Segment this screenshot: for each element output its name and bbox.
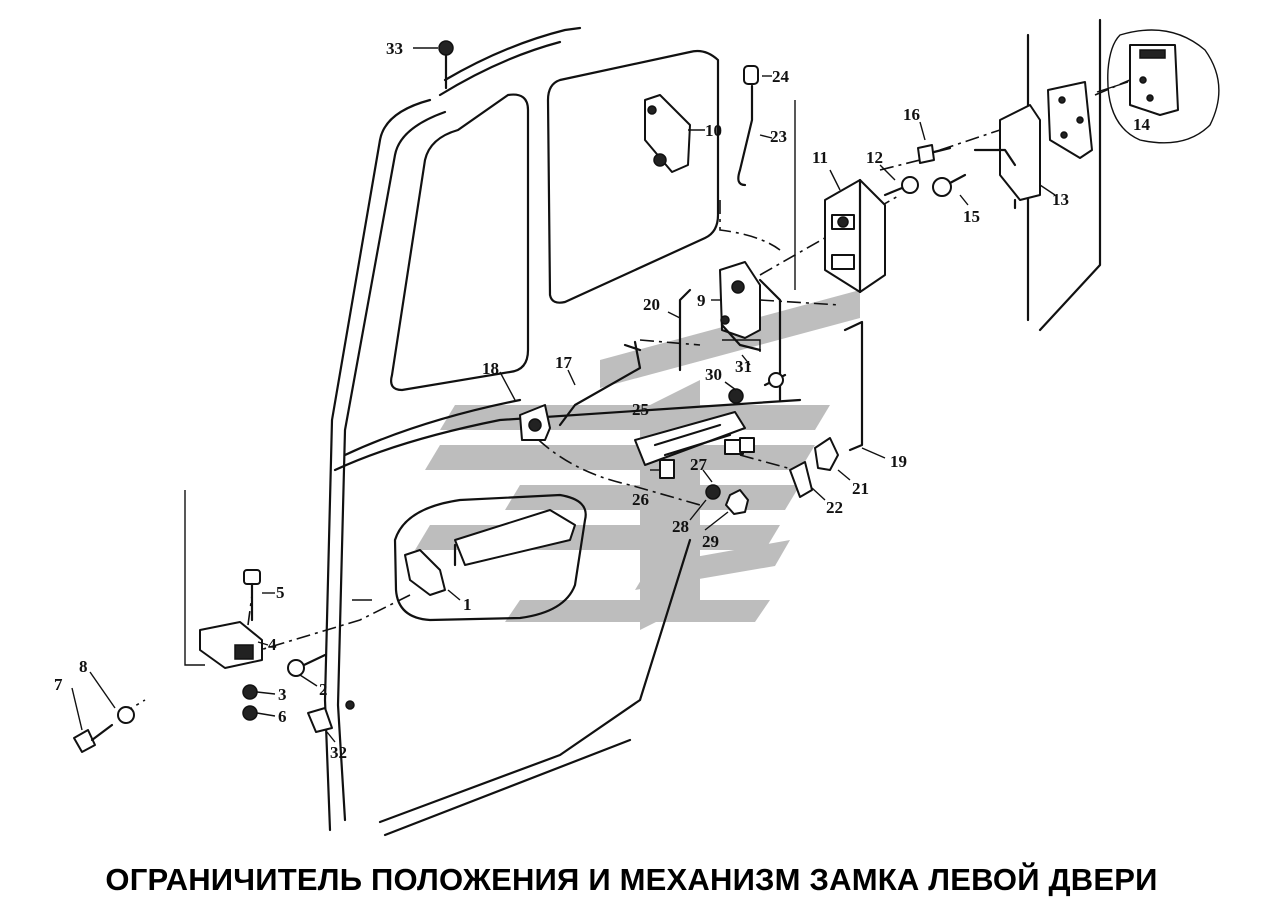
part-8 bbox=[117, 706, 135, 724]
label-part-33: 33 bbox=[386, 39, 403, 58]
label-part-27: 27 bbox=[690, 455, 708, 474]
part-3 bbox=[242, 684, 258, 700]
label-part-13: 13 bbox=[1052, 190, 1069, 209]
label-part-10: 10 bbox=[705, 121, 722, 140]
label-part-5: 5 bbox=[276, 583, 285, 602]
label-part-12: 12 bbox=[866, 148, 883, 167]
part-9 bbox=[719, 261, 762, 352]
label-part-15: 15 bbox=[963, 207, 980, 226]
label-part-1: 1 bbox=[463, 595, 472, 614]
door-outline bbox=[184, 26, 802, 837]
label-part-20: 20 bbox=[643, 295, 660, 314]
parts bbox=[73, 29, 1220, 753]
part-14 bbox=[1107, 29, 1220, 144]
label-part-4: 4 bbox=[268, 635, 277, 654]
part-18 bbox=[519, 404, 551, 441]
part-30 bbox=[728, 372, 787, 404]
part-5 bbox=[243, 569, 261, 622]
label-part-30: 30 bbox=[705, 365, 722, 384]
label-part-3: 3 bbox=[278, 685, 287, 704]
part-29 bbox=[725, 489, 749, 515]
part-13 bbox=[973, 104, 1041, 210]
watermark-logo bbox=[415, 290, 860, 630]
part-21 bbox=[814, 437, 839, 471]
label-part-21: 21 bbox=[852, 479, 869, 498]
part-12 bbox=[883, 176, 919, 197]
label-part-18: 18 bbox=[482, 359, 499, 378]
diagram-caption: ОГРАНИЧИТЕЛЬ ПОЛОЖЕНИЯ И МЕХАНИЗМ ЗАМКА … bbox=[105, 862, 1158, 897]
label-part-32: 32 bbox=[330, 743, 347, 762]
part-33 bbox=[438, 40, 454, 90]
label-part-11: 11 bbox=[812, 148, 828, 167]
part-1 bbox=[404, 509, 576, 596]
label-part-24: 24 bbox=[772, 67, 790, 86]
part-16 bbox=[917, 144, 952, 164]
door-frame bbox=[794, 18, 1102, 332]
striker-plate bbox=[1047, 81, 1093, 159]
part-31 bbox=[722, 339, 761, 352]
part-labels: 1 2 3 4 5 6 7 8 9 10 11 12 13 14 15 16 1… bbox=[54, 39, 1151, 762]
label-part-28: 28 bbox=[672, 517, 689, 536]
part-27 bbox=[724, 437, 755, 455]
label-part-25: 25 bbox=[632, 400, 649, 419]
part-11 bbox=[824, 178, 886, 294]
leader-lines bbox=[71, 47, 1129, 743]
part-4 bbox=[199, 621, 263, 669]
label-part-6: 6 bbox=[278, 707, 287, 726]
label-part-7: 7 bbox=[54, 675, 63, 694]
part-28 bbox=[705, 484, 721, 500]
part-7 bbox=[73, 723, 114, 753]
part-17 bbox=[558, 340, 642, 427]
part-32 bbox=[307, 700, 355, 733]
part-26 bbox=[659, 459, 675, 479]
label-part-23: 23 bbox=[770, 127, 787, 146]
part-10 bbox=[644, 94, 691, 173]
label-part-8: 8 bbox=[79, 657, 88, 676]
part-19 bbox=[843, 320, 864, 452]
part-20 bbox=[678, 278, 782, 402]
label-part-22: 22 bbox=[826, 498, 843, 517]
label-part-26: 26 bbox=[632, 490, 649, 509]
label-part-2: 2 bbox=[319, 680, 328, 699]
label-part-19: 19 bbox=[890, 452, 907, 471]
part-6 bbox=[242, 705, 258, 721]
label-part-9: 9 bbox=[697, 291, 706, 310]
label-part-31: 31 bbox=[735, 357, 752, 376]
part-2 bbox=[287, 653, 327, 677]
part-25 bbox=[634, 411, 746, 466]
label-part-16: 16 bbox=[903, 105, 920, 124]
part-24 bbox=[737, 65, 759, 187]
label-part-14: 14 bbox=[1133, 115, 1151, 134]
label-part-29: 29 bbox=[702, 532, 719, 551]
part-15 bbox=[932, 173, 967, 197]
part-22 bbox=[789, 461, 813, 498]
label-part-17: 17 bbox=[555, 353, 573, 372]
